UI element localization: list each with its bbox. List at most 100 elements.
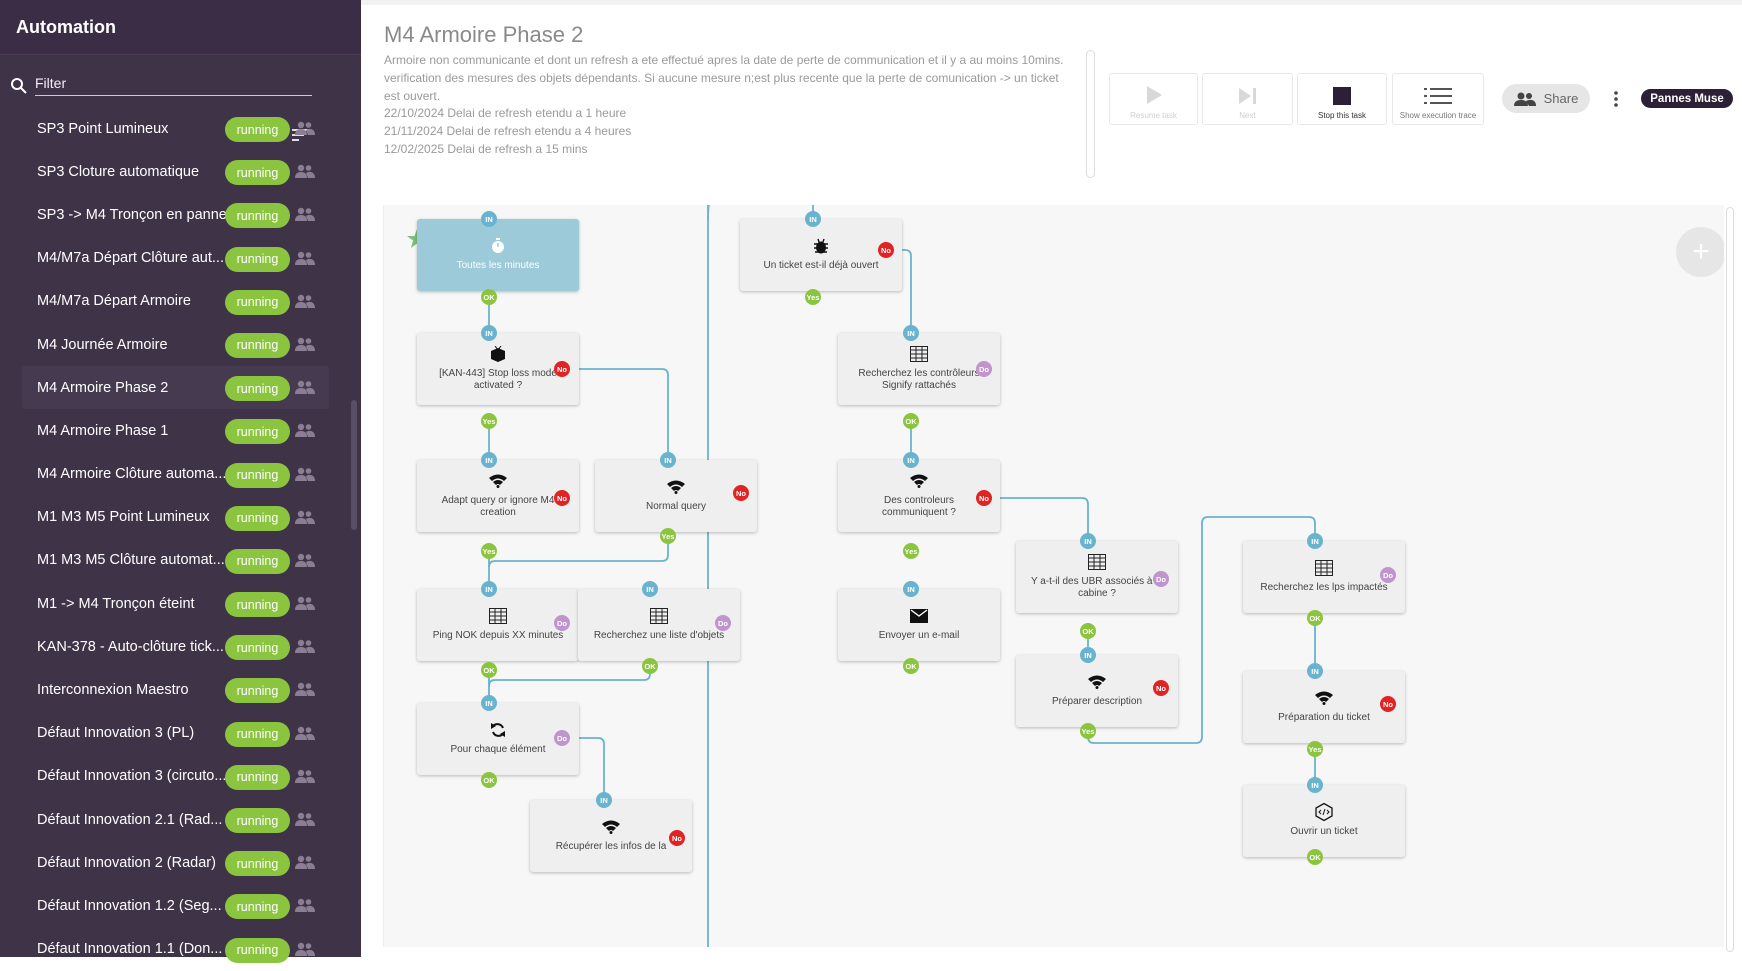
port-yes[interactable]: Yes: [481, 543, 497, 559]
flow-node-pour-chaque[interactable]: Pour chaque élément: [417, 703, 579, 775]
more-options-icon[interactable]: [1613, 90, 1619, 108]
people-icon[interactable]: [295, 942, 315, 956]
show-execution-trace-button[interactable]: Show execution trace: [1392, 73, 1484, 125]
port-in[interactable]: IN: [481, 581, 497, 597]
next-button[interactable]: Next: [1202, 73, 1293, 125]
flow-node-normal-query[interactable]: Normal query: [595, 460, 757, 532]
automation-list-item[interactable]: Défaut Innovation 1.1 (Don...running: [0, 928, 361, 971]
port-do[interactable]: Do: [1153, 571, 1169, 587]
port-no[interactable]: No: [1380, 696, 1396, 712]
port-in[interactable]: IN: [596, 792, 612, 808]
automation-list-item[interactable]: Défaut Innovation 2 (Radar)running: [0, 841, 361, 884]
port-no[interactable]: No: [733, 485, 749, 501]
flow-node-email[interactable]: Envoyer un e-mail: [838, 589, 1000, 661]
flow-node-ping-nok[interactable]: Ping NOK depuis XX minutes: [417, 589, 579, 661]
people-icon[interactable]: [295, 164, 315, 179]
people-icon[interactable]: [295, 380, 315, 395]
port-in[interactable]: IN: [481, 452, 497, 468]
people-icon[interactable]: [295, 639, 315, 654]
people-icon[interactable]: [295, 682, 315, 697]
port-do[interactable]: Do: [976, 361, 992, 377]
people-icon[interactable]: [295, 251, 315, 265]
flow-node-recuperer-infos[interactable]: Récupérer les infos de la: [530, 800, 692, 872]
port-ok[interactable]: OK: [481, 772, 497, 788]
port-ok[interactable]: OK: [903, 658, 919, 674]
automation-list-item[interactable]: Défaut Innovation 3 (circuto...running: [0, 755, 361, 798]
port-in[interactable]: IN: [1307, 777, 1323, 793]
port-in[interactable]: IN: [1080, 647, 1096, 663]
automation-list-item[interactable]: Défaut Innovation 3 (PL)running: [0, 712, 361, 755]
share-button[interactable]: Share: [1502, 84, 1590, 113]
flow-node-stoploss[interactable]: [KAN-443] Stop loss mode activated ?: [417, 333, 579, 405]
port-in[interactable]: IN: [481, 325, 497, 341]
flow-node-liste-objets[interactable]: Recherchez une liste d'objets: [578, 589, 740, 661]
automation-list-item[interactable]: Défaut Innovation 2.1 (Rad...running: [0, 798, 361, 841]
people-icon[interactable]: [295, 294, 315, 308]
filter-input[interactable]: [35, 70, 312, 96]
flow-node-ubr[interactable]: Y a-t-il des UBR associés à la cabine ?: [1016, 541, 1178, 613]
port-ok[interactable]: OK: [1080, 623, 1096, 639]
flow-node-lps[interactable]: Recherchez les lps impactés: [1243, 541, 1405, 613]
port-no[interactable]: No: [976, 490, 992, 506]
people-icon[interactable]: [295, 726, 315, 740]
people-icon[interactable]: [295, 121, 315, 135]
port-in[interactable]: IN: [642, 581, 658, 597]
people-icon[interactable]: [295, 467, 315, 481]
port-no[interactable]: No: [669, 830, 685, 846]
port-in[interactable]: IN: [1080, 533, 1096, 549]
people-icon[interactable]: [295, 855, 315, 870]
port-ok[interactable]: OK: [1307, 849, 1323, 865]
automation-list-item[interactable]: M4/M7a Départ Clôture aut...running: [0, 237, 361, 280]
people-icon[interactable]: [295, 553, 315, 567]
people-icon[interactable]: [295, 423, 315, 438]
flow-node-ticket-ouvert[interactable]: Un ticket est-il déjà ouvert: [740, 219, 902, 291]
port-ok[interactable]: OK: [903, 413, 919, 429]
add-node-button[interactable]: +: [1676, 227, 1724, 277]
automation-list-item[interactable]: KAN-378 - Auto-clôture tick...running: [0, 625, 361, 668]
flow-node-preparation-ticket[interactable]: Préparation du ticket: [1243, 671, 1405, 743]
people-icon[interactable]: [295, 898, 315, 913]
stop-task-button[interactable]: Stop this task: [1297, 73, 1387, 125]
port-in[interactable]: IN: [481, 211, 497, 227]
port-ok[interactable]: OK: [1307, 610, 1323, 626]
people-icon[interactable]: [295, 812, 315, 826]
port-in[interactable]: IN: [903, 452, 919, 468]
port-no[interactable]: No: [554, 490, 570, 506]
people-icon[interactable]: [295, 337, 315, 351]
port-no[interactable]: No: [554, 361, 570, 377]
port-yes[interactable]: Yes: [1080, 723, 1096, 739]
port-ok[interactable]: OK: [642, 658, 658, 674]
port-yes[interactable]: Yes: [1307, 741, 1323, 757]
port-do[interactable]: Do: [1380, 567, 1396, 583]
port-do[interactable]: Do: [554, 730, 570, 746]
flow-canvas[interactable]: + Toutes les minutes [KAN-443] Stop loss…: [383, 205, 1724, 947]
automation-list-item[interactable]: Défaut Innovation 1.2 (Seg...running: [0, 884, 361, 927]
port-in[interactable]: IN: [805, 211, 821, 227]
resume-task-button[interactable]: Resume task: [1109, 73, 1198, 125]
port-yes[interactable]: Yes: [805, 289, 821, 305]
port-in[interactable]: IN: [1307, 533, 1323, 549]
port-in[interactable]: IN: [903, 325, 919, 341]
people-icon[interactable]: [295, 769, 315, 783]
port-no[interactable]: No: [1153, 680, 1169, 696]
flow-node-preparer-description[interactable]: Préparer description: [1016, 655, 1178, 727]
port-in[interactable]: IN: [1307, 663, 1323, 679]
people-icon[interactable]: [295, 510, 315, 524]
port-ok[interactable]: OK: [481, 289, 497, 305]
sidebar-scrollbar[interactable]: [351, 400, 357, 530]
flow-node-communiquent[interactable]: Des controleurs communiquent ?: [838, 460, 1000, 532]
port-yes[interactable]: Yes: [481, 413, 497, 429]
port-yes[interactable]: Yes: [903, 543, 919, 559]
flow-node-trigger[interactable]: Toutes les minutes: [417, 219, 579, 291]
automation-list-item[interactable]: M1 M3 M5 Clôture automat...running: [0, 539, 361, 582]
port-ok[interactable]: OK: [481, 662, 497, 678]
description-scrollbar[interactable]: [1086, 50, 1095, 178]
port-no[interactable]: No: [878, 242, 894, 258]
